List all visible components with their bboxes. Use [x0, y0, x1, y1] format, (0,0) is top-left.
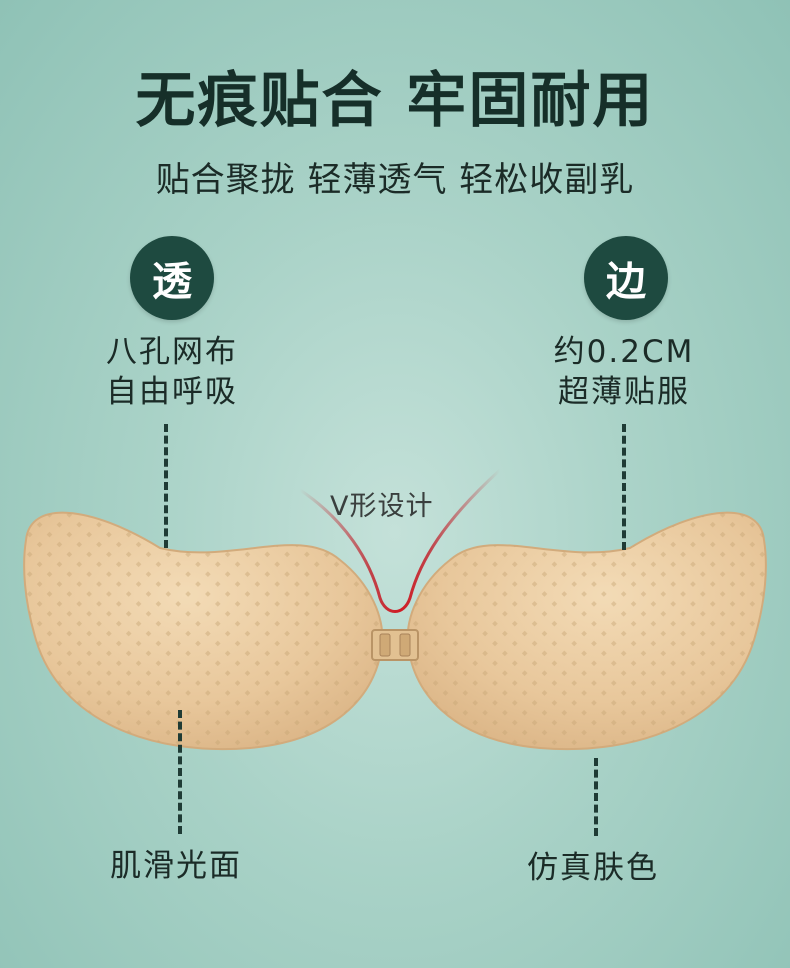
headline: 无痕贴合 牢固耐用 — [135, 66, 655, 136]
badge-edge: 边 — [584, 236, 668, 320]
pointer-line-top-right — [622, 424, 626, 550]
feature-right-line2: 超薄贴服 — [558, 374, 690, 410]
v-design-curve — [299, 468, 502, 613]
tagline: 贴合聚拢 轻薄透气 轻松收副乳 — [155, 160, 635, 200]
bottom-label-left: 肌滑光面 — [110, 848, 242, 884]
feature-left: 八孔网布 自由呼吸 — [82, 332, 262, 412]
badge-breathable: 透 — [130, 236, 214, 320]
feature-right: 约0.2CM 超薄贴服 — [534, 332, 714, 412]
pointer-line-top-left — [164, 424, 168, 548]
pointer-line-bottom-right — [594, 758, 598, 836]
feature-left-line2: 自由呼吸 — [106, 374, 238, 410]
feature-left-line1: 八孔网布 — [106, 334, 238, 370]
v-design-label: V形设计 — [330, 491, 434, 522]
feature-right-line1: 约0.2CM — [553, 334, 695, 370]
left-cup — [23, 511, 384, 750]
pointer-line-bottom-left — [178, 710, 182, 834]
bottom-label-right: 仿真肤色 — [527, 850, 659, 886]
front-clasp — [371, 629, 419, 661]
right-cup — [406, 511, 767, 750]
